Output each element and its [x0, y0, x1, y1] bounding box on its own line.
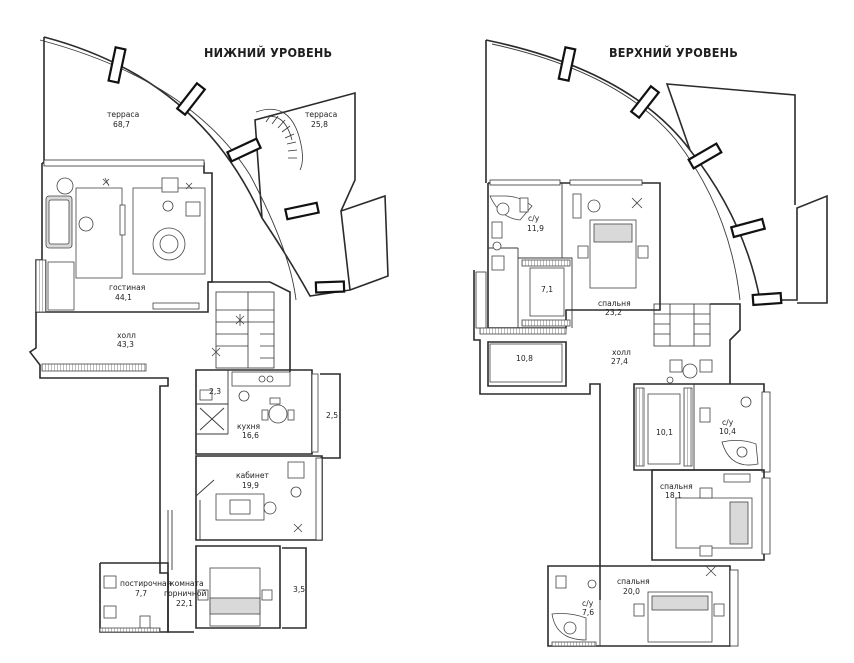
- upper-hall: [473, 270, 741, 600]
- upper-hall-area: 27,4: [611, 357, 628, 366]
- lower-living-area: 44,1: [115, 293, 132, 302]
- lower-hall-area: 43,3: [117, 340, 134, 349]
- lower-hall-name: холл: [117, 331, 136, 340]
- upper-bed1-area: 23,2: [605, 308, 622, 317]
- lower-terrace-big-name: терраса: [107, 110, 139, 119]
- lower-maid-name: комната: [170, 579, 204, 588]
- upper-room108-area: 10,8: [516, 354, 533, 363]
- lower-cabinet: [195, 455, 323, 541]
- lower-wc-area: 2,3: [209, 387, 221, 396]
- upper-bath2-area: 10,4: [719, 427, 736, 436]
- upper-bath3-name: с/у: [582, 599, 594, 608]
- lower-terrace-outline: [43, 36, 389, 297]
- lower-living-room: [35, 159, 213, 313]
- upper-bath3-area: 7,6: [582, 608, 594, 617]
- lower-terrace-big-area: 68,7: [113, 120, 130, 129]
- upper-bedroom-3: [547, 565, 739, 647]
- lower-level-plan: НИЖНИЙ УРОВЕНЬ: [28, 36, 389, 633]
- lower-storage-a-area: 2,5: [326, 411, 338, 420]
- upper-bed3-area: 20,0: [623, 587, 640, 596]
- lower-kitchen-name: кухня: [237, 422, 260, 431]
- lower-terrace-small-name: терраса: [305, 110, 337, 119]
- upper-room-10-8: [487, 341, 567, 387]
- lower-cabinet-name: кабинет: [236, 471, 269, 480]
- upper-bath1-name: с/у: [528, 214, 540, 223]
- lower-kitchen: [195, 369, 341, 459]
- lower-maid-area: 22,1: [176, 599, 193, 608]
- lower-room-labels: терраса 68,7 терраса 25,8 гостиная 44,1 …: [107, 110, 338, 608]
- lower-hall: [28, 281, 291, 574]
- lower-laundry-name: постирочная: [120, 579, 171, 588]
- upper-bath1-area: 11,9: [527, 224, 544, 233]
- upper-master-suite: [487, 179, 661, 329]
- lower-laundry-area: 7,7: [135, 589, 147, 598]
- lower-living-name: гостиная: [109, 283, 145, 292]
- upper-roof-pillars: [557, 46, 783, 307]
- upper-level-title: ВЕРХНИЙ УРОВЕНЬ: [609, 45, 738, 60]
- upper-bed2-name: спальня: [660, 482, 693, 491]
- lower-terrace-small-area: 25,8: [311, 120, 328, 129]
- lower-storage-b-area: 3,5: [293, 585, 305, 594]
- lower-level-title: НИЖНИЙ УРОВЕНЬ: [204, 45, 332, 60]
- lower-kitchen-area: 16,6: [242, 431, 259, 440]
- upper-room-labels: с/у 11,9 7,1 спальня 23,2 10,8 холл 27,4…: [516, 214, 736, 617]
- upper-level-plan: ВЕРХНИЙ УРОВЕНЬ: [473, 39, 828, 647]
- upper-bed2-area: 18,1: [665, 491, 682, 500]
- upper-dress1-area: 7,1: [541, 285, 553, 294]
- upper-bath2-name: с/у: [722, 418, 734, 427]
- lower-cabinet-area: 19,9: [242, 481, 259, 490]
- lower-terrace-stair: [255, 108, 303, 171]
- upper-second-suite: [633, 383, 771, 473]
- lower-terrace-pillars: [107, 46, 346, 294]
- lower-maid-room: [167, 510, 307, 633]
- upper-bed1-name: спальня: [598, 299, 631, 308]
- lower-laundry: [99, 562, 169, 633]
- lower-maid-name2: горничной: [164, 589, 206, 598]
- upper-hall-name: холл: [612, 348, 631, 357]
- upper-bed3-name: спальня: [617, 577, 650, 586]
- upper-bedroom-2: [651, 469, 771, 561]
- upper-dress2-area: 10,1: [656, 428, 673, 437]
